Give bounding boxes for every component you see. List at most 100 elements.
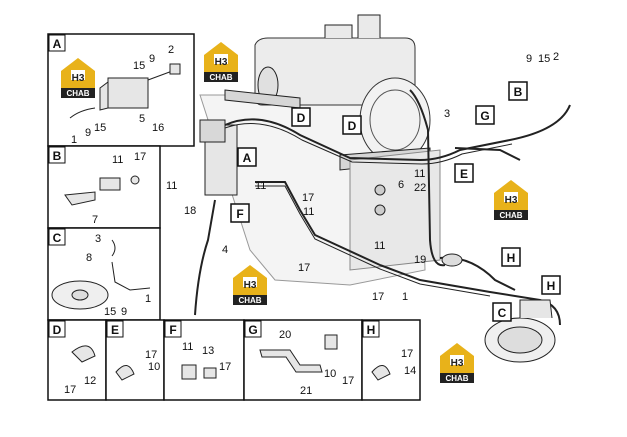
part-label: 17 (372, 291, 384, 303)
svg-text:15: 15 (104, 306, 116, 318)
main-part-numbers: 3 6 11 22 11 17 18 4 11 17 11 17 1 19 9 … (166, 51, 559, 303)
svg-text:A: A (53, 37, 62, 51)
svg-text:2: 2 (168, 44, 174, 56)
svg-text:5: 5 (139, 113, 145, 125)
svg-text:15: 15 (133, 60, 145, 72)
part-label: 18 (184, 205, 196, 217)
part-label: 6 (398, 179, 404, 191)
callout-g: G (475, 105, 495, 125)
svg-text:1: 1 (71, 134, 77, 146)
callout-b: B (508, 81, 528, 101)
svg-text:17: 17 (64, 384, 76, 396)
watermark-logo: H3 CHAB (440, 343, 474, 383)
callout-d-2: D (342, 115, 362, 135)
detail-box-h: H 17 14 (361, 319, 421, 401)
part-label: 11 (166, 180, 177, 192)
callout-d-1: D (291, 107, 311, 127)
svg-text:9: 9 (85, 127, 91, 139)
part-label: 15 (538, 53, 550, 65)
svg-text:C: C (53, 231, 62, 245)
svg-text:12: 12 (84, 375, 96, 387)
detail-box-e: E 17 10 (105, 319, 165, 401)
detail-box-b: B 11 17 7 (47, 145, 161, 229)
svg-text:17: 17 (145, 349, 157, 361)
detail-box-d: D 17 12 (47, 319, 107, 401)
callout-c: C (492, 302, 512, 322)
part-label: 17 (302, 192, 314, 204)
svg-text:B: B (514, 85, 523, 99)
callout-f: F (230, 203, 250, 223)
svg-text:CHAB: CHAB (209, 73, 232, 82)
callout-h-2: H (541, 275, 561, 295)
svg-text:D: D (348, 119, 357, 133)
part-label: 1 (402, 291, 408, 303)
svg-text:11: 11 (182, 341, 193, 353)
callout-h-1: H (501, 247, 521, 267)
svg-text:E: E (460, 167, 468, 181)
svg-text:H3: H3 (72, 73, 85, 84)
svg-text:17: 17 (219, 361, 231, 373)
svg-text:H: H (367, 323, 376, 337)
svg-text:9: 9 (149, 53, 155, 65)
svg-text:D: D (53, 323, 62, 337)
svg-text:13: 13 (202, 345, 214, 357)
svg-text:F: F (169, 323, 176, 337)
svg-text:3: 3 (95, 233, 101, 245)
svg-text:E: E (111, 323, 119, 337)
part-label: 4 (222, 244, 228, 256)
svg-text:B: B (53, 149, 62, 163)
svg-text:CHAB: CHAB (66, 89, 89, 98)
detail-box-a: A 15 9 2 1 9 15 5 16 (47, 33, 195, 147)
svg-text:17: 17 (342, 375, 354, 387)
svg-text:17: 17 (401, 348, 413, 360)
main-assembly (194, 14, 571, 363)
part-label: 11 (414, 168, 425, 180)
svg-text:CHAB: CHAB (445, 374, 468, 383)
svg-text:H3: H3 (505, 195, 518, 206)
svg-text:F: F (236, 207, 243, 221)
svg-text:H3: H3 (215, 57, 228, 68)
svg-text:17: 17 (134, 151, 146, 163)
svg-text:11: 11 (112, 154, 123, 166)
watermark-logo: H3 CHAB (233, 265, 267, 305)
svg-text:10: 10 (324, 368, 336, 380)
part-label: 2 (553, 51, 559, 63)
watermark-logo: H3 CHAB (204, 42, 238, 82)
part-label: 11 (374, 240, 385, 252)
svg-text:G: G (248, 323, 257, 337)
svg-text:H3: H3 (244, 280, 257, 291)
svg-text:C: C (498, 306, 507, 320)
part-label: 19 (414, 254, 426, 266)
callout-e: E (454, 163, 474, 183)
part-label: 11 (255, 180, 266, 192)
main-callouts: A B C D D E F G (230, 81, 561, 322)
svg-text:15: 15 (94, 122, 106, 134)
svg-text:14: 14 (404, 365, 416, 377)
svg-text:CHAB: CHAB (499, 211, 522, 220)
svg-text:H3: H3 (451, 358, 464, 369)
part-label: 3 (444, 108, 450, 120)
svg-text:CHAB: CHAB (238, 296, 261, 305)
svg-text:8: 8 (86, 252, 92, 264)
watermark-logo: H3 CHAB (494, 180, 528, 220)
svg-text:1: 1 (145, 293, 151, 305)
svg-text:16: 16 (152, 122, 164, 134)
detail-box-g: G 20 10 17 21 (243, 319, 363, 401)
part-label: 9 (526, 53, 532, 65)
svg-text:10: 10 (148, 361, 160, 373)
svg-text:D: D (297, 111, 306, 125)
svg-text:7: 7 (92, 214, 98, 226)
svg-text:A: A (243, 151, 252, 165)
svg-text:G: G (480, 109, 489, 123)
part-label: 11 (303, 206, 314, 218)
watermark-logo: H3 CHAB (61, 58, 95, 98)
svg-text:9: 9 (121, 306, 127, 318)
svg-text:20: 20 (279, 329, 291, 341)
svg-text:H: H (507, 251, 516, 265)
part-label: 22 (414, 182, 426, 194)
svg-text:21: 21 (300, 385, 312, 397)
svg-text:H: H (547, 279, 556, 293)
detail-box-f: F 11 13 17 (163, 319, 245, 401)
detail-box-c: C 3 8 15 9 1 (47, 227, 161, 321)
